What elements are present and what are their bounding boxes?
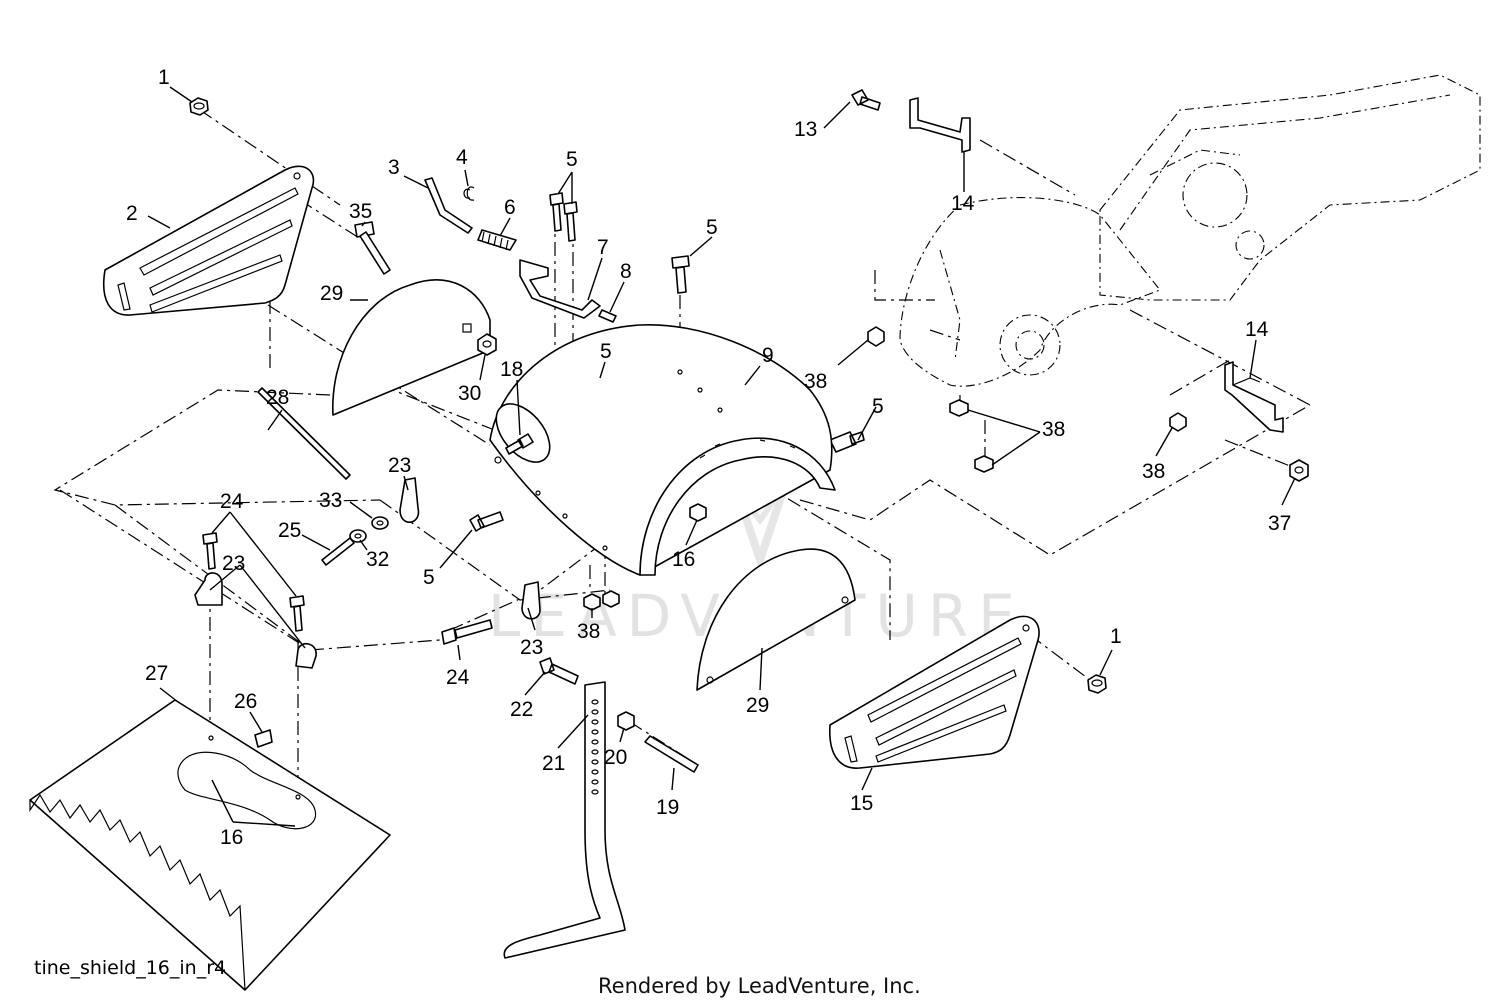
callout-18: 18: [500, 358, 523, 381]
callout-14-upper: 14: [951, 192, 975, 215]
callout-24-low: 24: [446, 666, 470, 689]
callout-28: 28: [266, 386, 289, 409]
callout-29-upper: 29: [320, 282, 343, 305]
callout-25: 25: [278, 519, 301, 542]
part-38-nuts: [583, 326, 1187, 611]
callout-35: 35: [349, 200, 372, 223]
part-30-nut: [477, 333, 497, 356]
callout-27: 27: [145, 662, 168, 685]
part-22-bolt: [539, 657, 579, 685]
part-29-shield-lower: [696, 548, 856, 691]
callout-23-top: 23: [388, 454, 411, 477]
part-33-washer: [371, 516, 389, 530]
part-14-bracket-lower: [1224, 361, 1284, 433]
callout-22: 22: [510, 698, 533, 721]
part-29-shield-upper: [332, 279, 491, 416]
tiller-body-phantom: [899, 74, 1481, 387]
callout-5-mid: 5: [600, 340, 612, 363]
callout-37: 37: [1268, 512, 1291, 535]
callout-38-low: 38: [577, 620, 600, 643]
callout-6: 6: [504, 196, 516, 219]
callout-32: 32: [366, 548, 389, 571]
diagram-filename: tine_shield_16_in_r4: [34, 957, 226, 979]
callout-23-left: 23: [222, 552, 245, 575]
callout-24-left: 24: [220, 490, 244, 513]
part-35-bolt: [354, 221, 391, 275]
render-credit: Rendered by LeadVenture, Inc.: [598, 974, 921, 998]
callout-5-top: 5: [566, 148, 578, 171]
callout-19: 19: [656, 796, 679, 819]
callout-8: 8: [620, 260, 632, 283]
callout-5-right: 5: [706, 216, 718, 239]
part-13-bolt: [851, 89, 881, 111]
callout-16-hood: 16: [672, 548, 695, 571]
callouts: 1 2 3 4 5 6 7 8 5 35 29 30 18 5 9 13 14 …: [126, 66, 1291, 849]
part-9-tine-shield: [489, 324, 836, 576]
part-32-nut: [349, 529, 367, 543]
part-15-side-plate: [829, 615, 1040, 769]
part-27-flap: [29, 699, 391, 991]
callout-9: 9: [762, 344, 774, 367]
part-20-nut: [617, 711, 635, 731]
latch-assembly: [424, 177, 617, 323]
callout-3: 3: [388, 156, 400, 179]
callout-38-mid: 38: [1042, 418, 1065, 441]
part-25-pin: [321, 537, 355, 566]
callout-2: 2: [126, 202, 138, 225]
callout-15: 15: [850, 792, 873, 815]
callout-29-lower: 29: [746, 694, 769, 717]
callout-5-hood: 5: [872, 395, 884, 418]
part-1-nut-lower: [1087, 674, 1107, 694]
callout-13: 13: [794, 118, 817, 141]
part-21-depth-bar: [503, 681, 626, 959]
part-26-decal: [254, 729, 273, 748]
part-7-bracket: [519, 259, 601, 319]
callout-30: 30: [458, 382, 481, 405]
callout-33: 33: [319, 489, 342, 512]
callout-7: 7: [597, 236, 609, 259]
callout-1-upper: 1: [158, 66, 170, 89]
part-24-bolts: [202, 532, 493, 645]
callout-1-lower: 1: [1110, 625, 1122, 648]
part-3-rod: [424, 177, 473, 234]
callout-20: 20: [604, 746, 627, 769]
callout-26: 26: [234, 690, 257, 713]
part-14-bracket-upper: [909, 97, 971, 153]
part-1-nut-upper: [189, 97, 209, 116]
leader-lines: [147, 86, 1296, 827]
callout-5-low: 5: [423, 566, 435, 589]
callout-4: 4: [456, 146, 468, 169]
callout-14-lower: 14: [1245, 318, 1269, 341]
part-19-pin: [644, 735, 699, 773]
part-2-side-plate: [103, 165, 315, 316]
part-23-clamps: [194, 477, 541, 669]
callout-38-right: 38: [1142, 460, 1165, 483]
part-37-nut: [1289, 459, 1309, 482]
part-18-bolt: [505, 433, 534, 455]
callout-16-flap: 16: [220, 826, 243, 849]
callout-38-left: 38: [804, 370, 827, 393]
callout-21: 21: [542, 752, 565, 775]
part-8-spring: [598, 309, 617, 323]
callout-23-low: 23: [520, 636, 543, 659]
